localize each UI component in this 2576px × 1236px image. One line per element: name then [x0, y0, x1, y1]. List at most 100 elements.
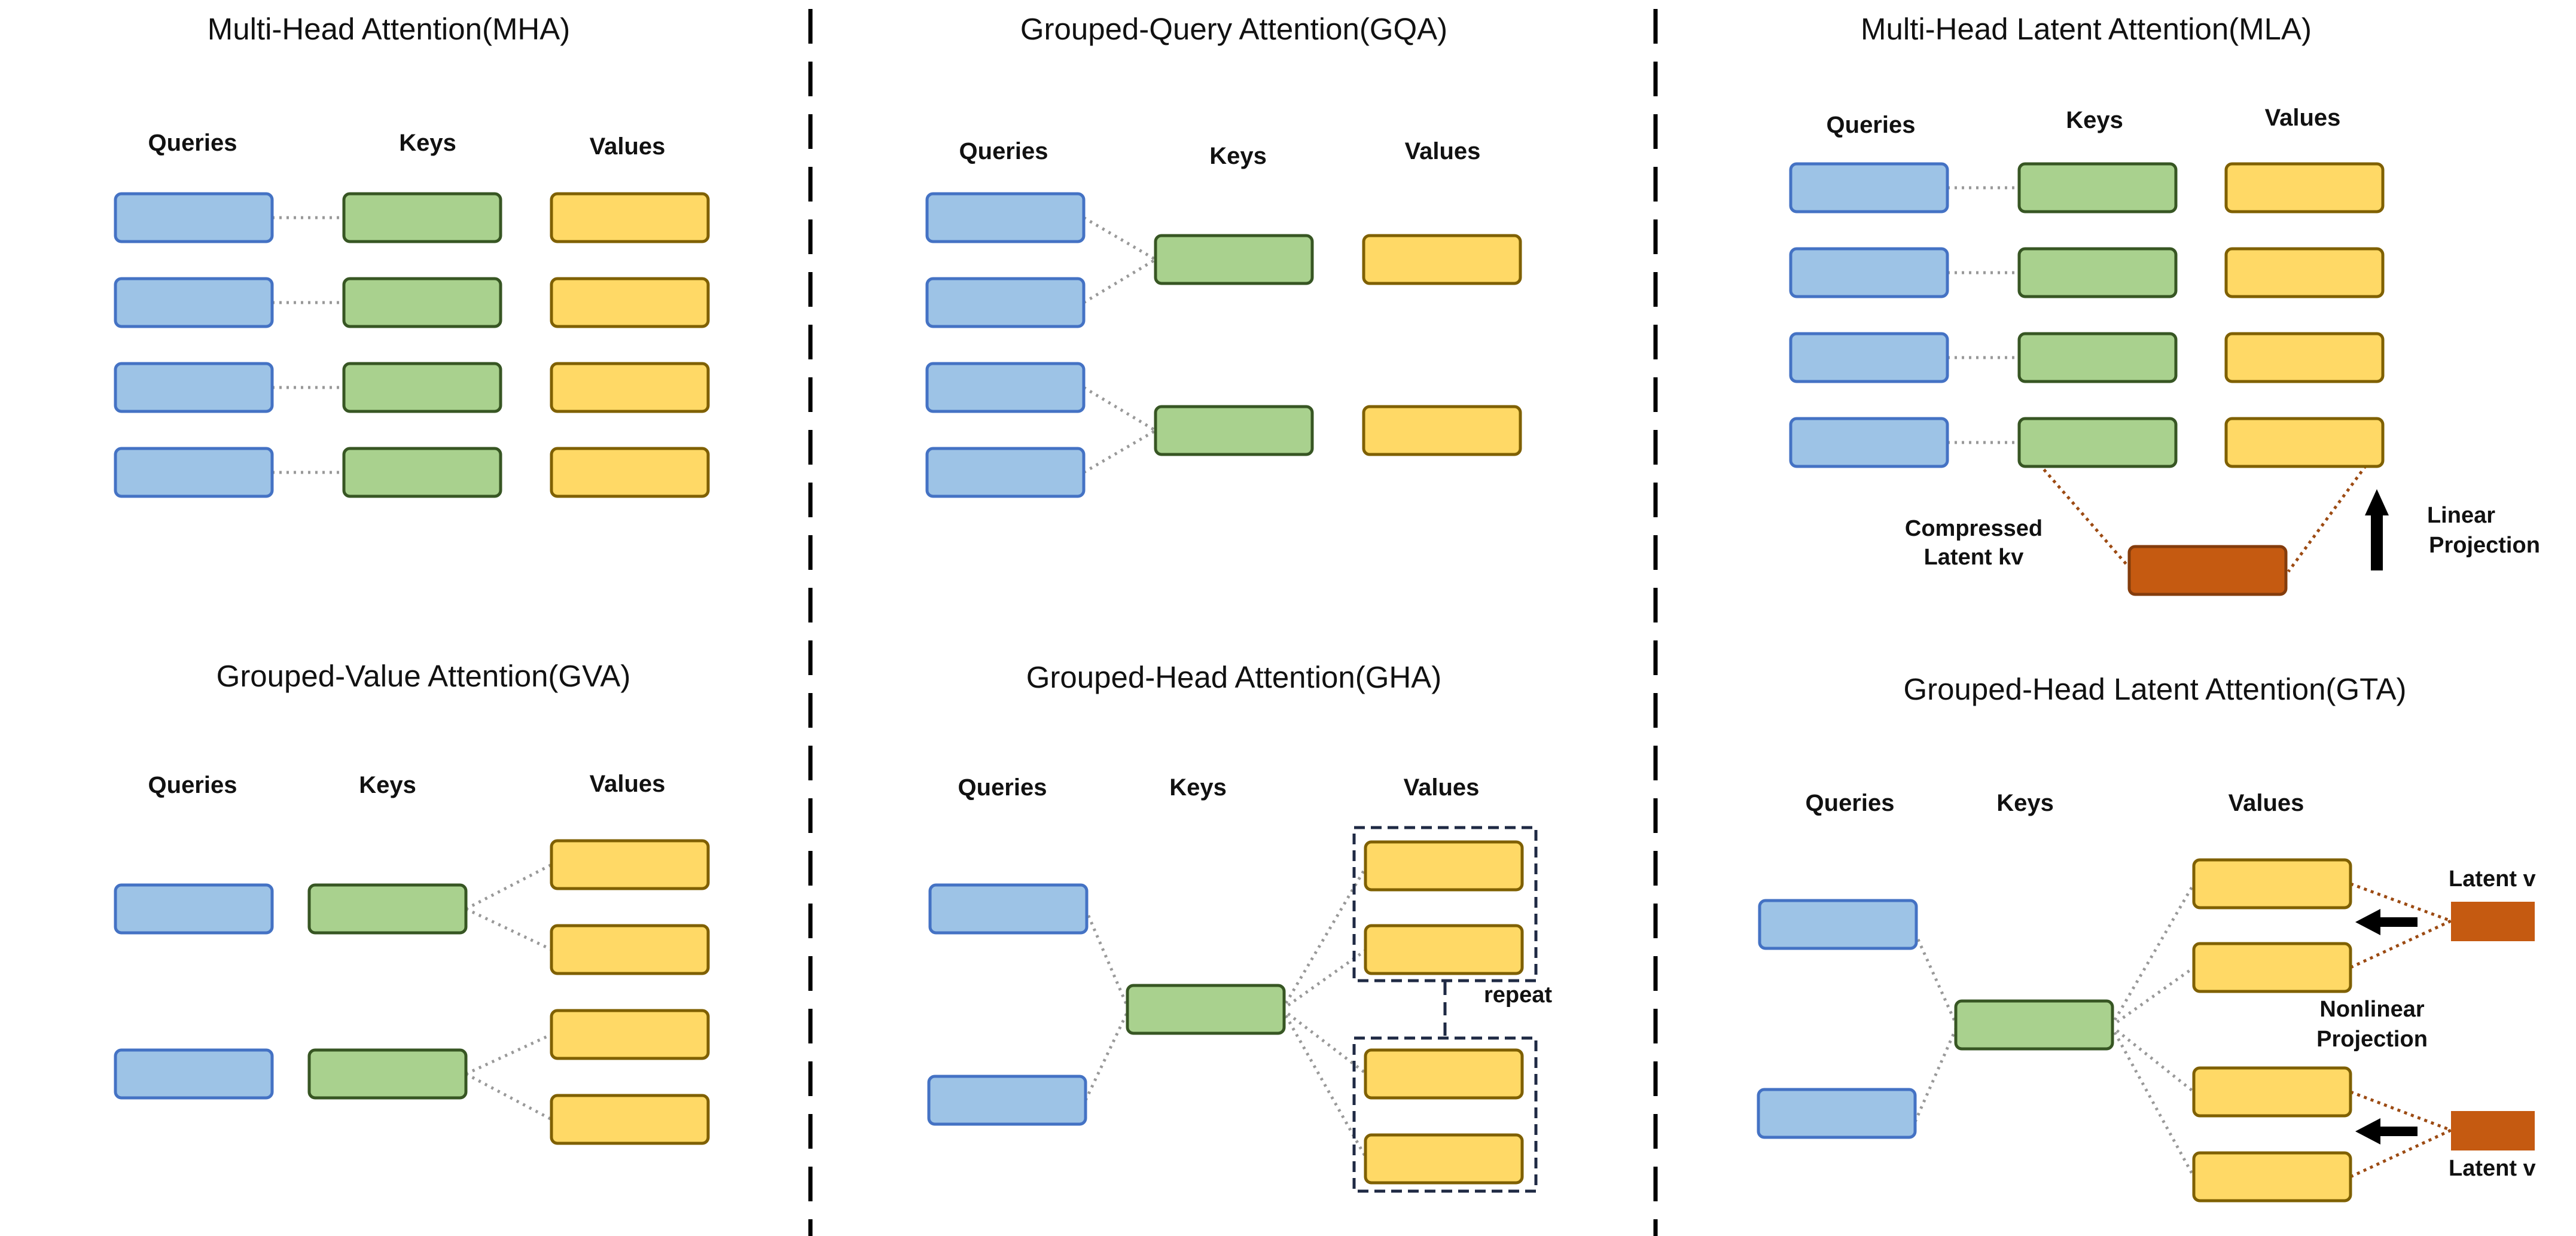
query-block [114, 192, 274, 243]
queries-header: Queries [148, 130, 237, 156]
keys-header: Keys [359, 772, 416, 798]
panel-gta: Grouped-Head Latent Attention(GTA) Queri… [1757, 672, 2536, 1203]
compressed-latent-label: Compressed [1905, 516, 2042, 541]
link [465, 907, 553, 951]
query-block [114, 362, 274, 413]
panel-title: Grouped-Value Attention(GVA) [217, 659, 631, 693]
latent-v-label-bottom: Latent v [2449, 1156, 2536, 1181]
latent-link [2349, 1128, 2452, 1179]
link [465, 1072, 553, 1121]
values-header: Values [2265, 105, 2341, 131]
value-block [2192, 1066, 2352, 1118]
link [2110, 966, 2195, 1028]
query-block [928, 883, 1089, 935]
panel-gva: Grouped-Value Attention(GVA) Queries Key… [114, 659, 710, 1145]
latent-v-label-top: Latent v [2449, 866, 2536, 892]
query-block [925, 277, 1086, 328]
query-block [114, 883, 274, 935]
queries-header: Queries [959, 138, 1048, 164]
key-block [2017, 332, 2178, 383]
link [1083, 258, 1157, 304]
link [465, 863, 553, 911]
panel-title: Multi-Head Attention(MHA) [208, 12, 571, 46]
query-block [114, 1048, 274, 1100]
latent-link [2349, 919, 2452, 969]
key-block [342, 192, 502, 243]
value-block [2224, 332, 2385, 383]
query-block [1758, 899, 1918, 950]
value-block [2224, 247, 2385, 298]
panel-title: Grouped-Head Latent Attention(GTA) [1903, 672, 2406, 706]
link [1084, 1008, 1130, 1101]
value-block [1362, 234, 1522, 285]
left-arrow-icon [2355, 1118, 2418, 1145]
panel-gha: Grouped-Head Attention(GHA) Queries Keys… [927, 660, 1552, 1193]
panel-mha: Multi-Head Attention(MHA) Queries Keys V… [114, 12, 710, 498]
panel-title: Grouped-Query Attention(GQA) [1020, 12, 1447, 46]
query-block [1789, 332, 1949, 383]
key-block [307, 883, 468, 935]
key-block [2017, 162, 2178, 213]
key-block [342, 447, 502, 498]
keys-header: Keys [399, 130, 456, 156]
value-block [2224, 162, 2385, 213]
values-header: Values [590, 133, 666, 160]
keys-header: Keys [1209, 143, 1267, 169]
queries-header: Queries [1806, 790, 1895, 816]
left-arrow-icon [2355, 909, 2418, 935]
queries-header: Queries [1827, 112, 1916, 138]
value-block [550, 1009, 710, 1060]
key-block [1154, 234, 1314, 285]
value-block [2224, 417, 2385, 468]
query-block [114, 277, 274, 328]
value-block [2192, 1151, 2352, 1203]
panel-gqa: Grouped-Query Attention(GQA) Queries Key… [925, 12, 1522, 498]
value-block [550, 192, 710, 243]
link [1913, 1025, 1959, 1123]
compressed-latent-kv-block [2127, 545, 2288, 596]
value-block [1364, 1048, 1524, 1100]
key-block [342, 362, 502, 413]
link [1083, 429, 1157, 474]
linear-projection-label: Projection [2429, 533, 2540, 558]
value-block [2192, 942, 2352, 993]
value-block [1364, 1133, 1524, 1185]
latent-link [2350, 882, 2452, 923]
keys-header: Keys [1996, 790, 2054, 816]
value-block [2192, 858, 2352, 910]
repeat-group-box [1352, 1036, 1538, 1193]
panel-mla: Multi-Head Latent Attention(MLA) Queries… [1789, 12, 2540, 596]
value-block [550, 1094, 710, 1145]
link [465, 1033, 553, 1076]
queries-header: Queries [958, 774, 1047, 801]
value-block [550, 277, 710, 328]
repeat-label: repeat [1484, 982, 1552, 1008]
keys-header: Keys [1169, 774, 1227, 801]
link [1083, 216, 1157, 261]
query-block [1789, 417, 1949, 468]
query-block [1789, 162, 1949, 213]
value-block [1364, 840, 1524, 892]
value-block [550, 362, 710, 413]
latent-v-block [2451, 1111, 2535, 1150]
query-block [114, 447, 274, 498]
query-block [1757, 1088, 1917, 1139]
query-block [1789, 247, 1949, 298]
nonlinear-projection-label: Nonlinear [2319, 997, 2424, 1022]
query-block [927, 1075, 1087, 1126]
key-block [342, 277, 502, 328]
panel-title: Grouped-Head Attention(GHA) [1026, 660, 1442, 694]
repeat-group-box [1352, 826, 1538, 982]
key-block [2017, 417, 2178, 468]
compressed-latent-label: Latent kv [1924, 545, 2024, 570]
latent-link [2287, 441, 2385, 573]
link [2109, 883, 2196, 1027]
key-block [1126, 984, 1286, 1035]
key-block [1154, 405, 1314, 456]
link [1083, 386, 1157, 432]
nonlinear-projection-label: Projection [2316, 1027, 2428, 1052]
up-arrow-icon [2365, 489, 2389, 570]
values-header: Values [1404, 774, 1480, 801]
value-block [550, 839, 710, 890]
